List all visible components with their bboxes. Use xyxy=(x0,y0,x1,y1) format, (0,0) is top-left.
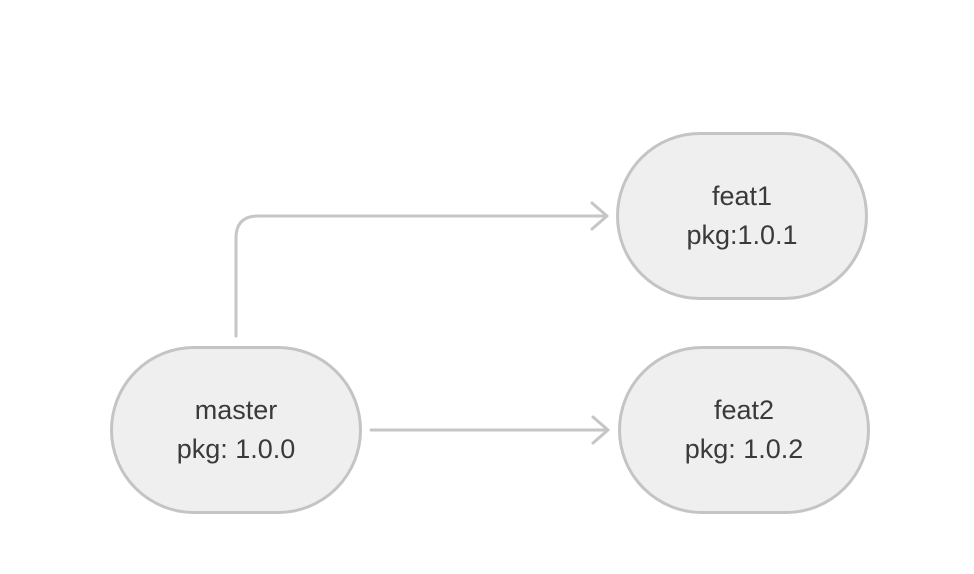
node-feat2: feat2 pkg: 1.0.2 xyxy=(618,346,870,514)
node-version: pkg:1.0.1 xyxy=(686,220,798,250)
node-version: pkg: 1.0.0 xyxy=(176,434,296,464)
arrowhead-icon xyxy=(590,201,609,231)
node-label: feat2 xyxy=(713,395,775,425)
node-label: feat1 xyxy=(711,181,773,211)
edge-line xyxy=(234,214,608,338)
node-master: master pkg: 1.0.0 xyxy=(110,346,362,514)
node-label: master xyxy=(194,395,278,425)
node-version: pkg: 1.0.2 xyxy=(684,434,804,464)
node-feat1: feat1 pkg:1.0.1 xyxy=(616,132,868,300)
edge-master-to-feat2 xyxy=(369,415,610,445)
arrowhead-icon xyxy=(591,415,610,445)
edge-master-to-feat1 xyxy=(234,201,609,338)
